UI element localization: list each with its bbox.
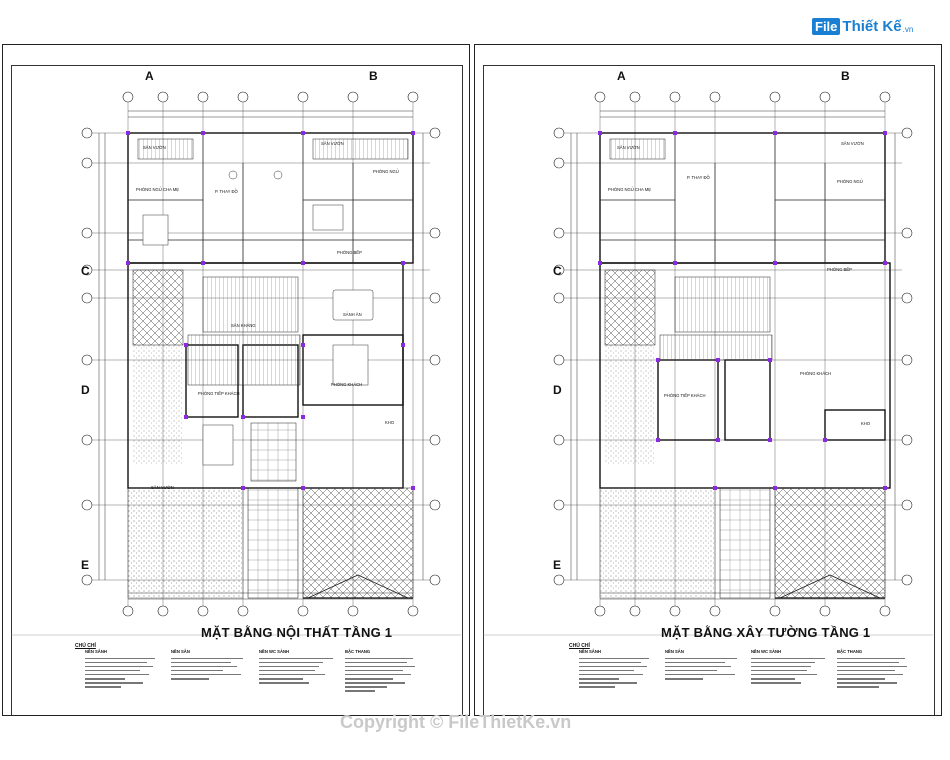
notes-heading: CHÚ CHÍ — [75, 643, 96, 649]
room-label: SÂN KHÁNG — [231, 323, 256, 328]
room-label: SÂN VƯỜN — [143, 145, 166, 150]
room-label: SÂN VƯỜN — [617, 145, 640, 150]
note-column-title: NỀN WC SÀNH — [259, 649, 290, 654]
sheet-interior-plan: A B C D E SÂN VƯỜN SÂN VƯỜN PHÒNG NGỦ CH… — [2, 44, 470, 716]
note-column: NỀN SÂN — [171, 649, 251, 682]
note-column-title: NỀN SÂNH — [85, 649, 107, 654]
site-logo: File Thiết Kế .vn — [812, 14, 913, 38]
note-column: BẬC THANG — [345, 649, 425, 694]
grid-letter-e: E — [81, 558, 90, 572]
grid-letter-d: D — [81, 383, 90, 397]
note-column-title: NỀN SÂNH — [579, 649, 601, 654]
room-label: KHO — [385, 420, 395, 425]
notes-heading: CHÚ CHÍ — [569, 643, 590, 649]
room-label: SÂN VƯỜN — [321, 141, 344, 146]
sheet-frame — [483, 65, 935, 715]
note-column: NỀN SÂN — [665, 649, 745, 682]
room-label: PHÒNG TIẾP KHÁCH — [198, 391, 240, 396]
grid-letter-e: E — [553, 558, 562, 572]
sheet-title: MẶT BẰNG XÂY TƯỜNG TẦNG 1 — [661, 625, 871, 640]
room-label: SÂN VƯỜN — [841, 141, 864, 146]
note-column-title: NỀN WC SÀNH — [751, 649, 782, 654]
grid-letter-d: D — [553, 383, 562, 397]
floor-plan-drawing — [11, 91, 461, 636]
note-column: BẬC THANG — [837, 649, 917, 690]
logo-mark: File — [812, 17, 841, 35]
sheet-wall-plan: A B C D E SÂN VƯỜN SÂN VƯỜN PHÒNG NGỦ CH… — [474, 44, 942, 716]
grid-letter-c: C — [81, 264, 90, 278]
room-label: PHÒNG NGỦ CHA MẸ — [136, 187, 180, 192]
note-column-title: NỀN SÂN — [665, 649, 684, 654]
grid-letter-a: A — [617, 69, 626, 83]
note-column: NỀN WC SÀNH — [259, 649, 339, 686]
sheet-title: MẶT BẰNG NỘI THẤT TẦNG 1 — [201, 625, 393, 640]
room-label: SÂN VƯỜN — [151, 485, 174, 490]
room-label: PHÒNG TIẾP KHÁCH — [664, 393, 706, 398]
room-label: PHÒNG KHÁCH — [331, 382, 363, 387]
logo-text: Thiết Kế — [842, 17, 902, 35]
grid-letter-b: B — [369, 69, 378, 83]
room-label: PHÒNG NGỦ — [373, 169, 399, 174]
note-column-title: NỀN SÂN — [171, 649, 190, 654]
floor-plan-drawing — [483, 91, 933, 636]
grid-letter-a: A — [145, 69, 154, 83]
room-label: PHÒNG NGỦ — [837, 179, 863, 184]
grid-letter-c: C — [553, 264, 562, 278]
note-column: NỀN SÂNH — [85, 649, 165, 690]
sheet-frame — [11, 65, 463, 715]
copyright-watermark: Copyright © FileThietKe.vn — [340, 712, 572, 732]
note-column: NỀN SÂNH — [579, 649, 659, 690]
room-label: P. THAY ĐỒ — [687, 175, 710, 180]
room-label: P. THAY ĐỒ — [215, 189, 238, 194]
room-label: KHO — [861, 421, 871, 426]
room-label: PHÒNG KHÁCH — [800, 371, 832, 376]
room-label: PHÒNG BẾP — [827, 267, 852, 272]
note-column-title: BẬC THANG — [345, 649, 371, 654]
note-column-title: BẬC THANG — [837, 649, 863, 654]
logo-suffix: .vn — [902, 24, 914, 34]
grid-letter-b: B — [841, 69, 850, 83]
room-label: PHÒNG BẾP — [337, 250, 362, 255]
room-label: PHÒNG NGỦ CHA MẸ — [608, 187, 652, 192]
note-column: NỀN WC SÀNH — [751, 649, 831, 686]
room-label: SẢNH ĂN — [343, 312, 362, 317]
